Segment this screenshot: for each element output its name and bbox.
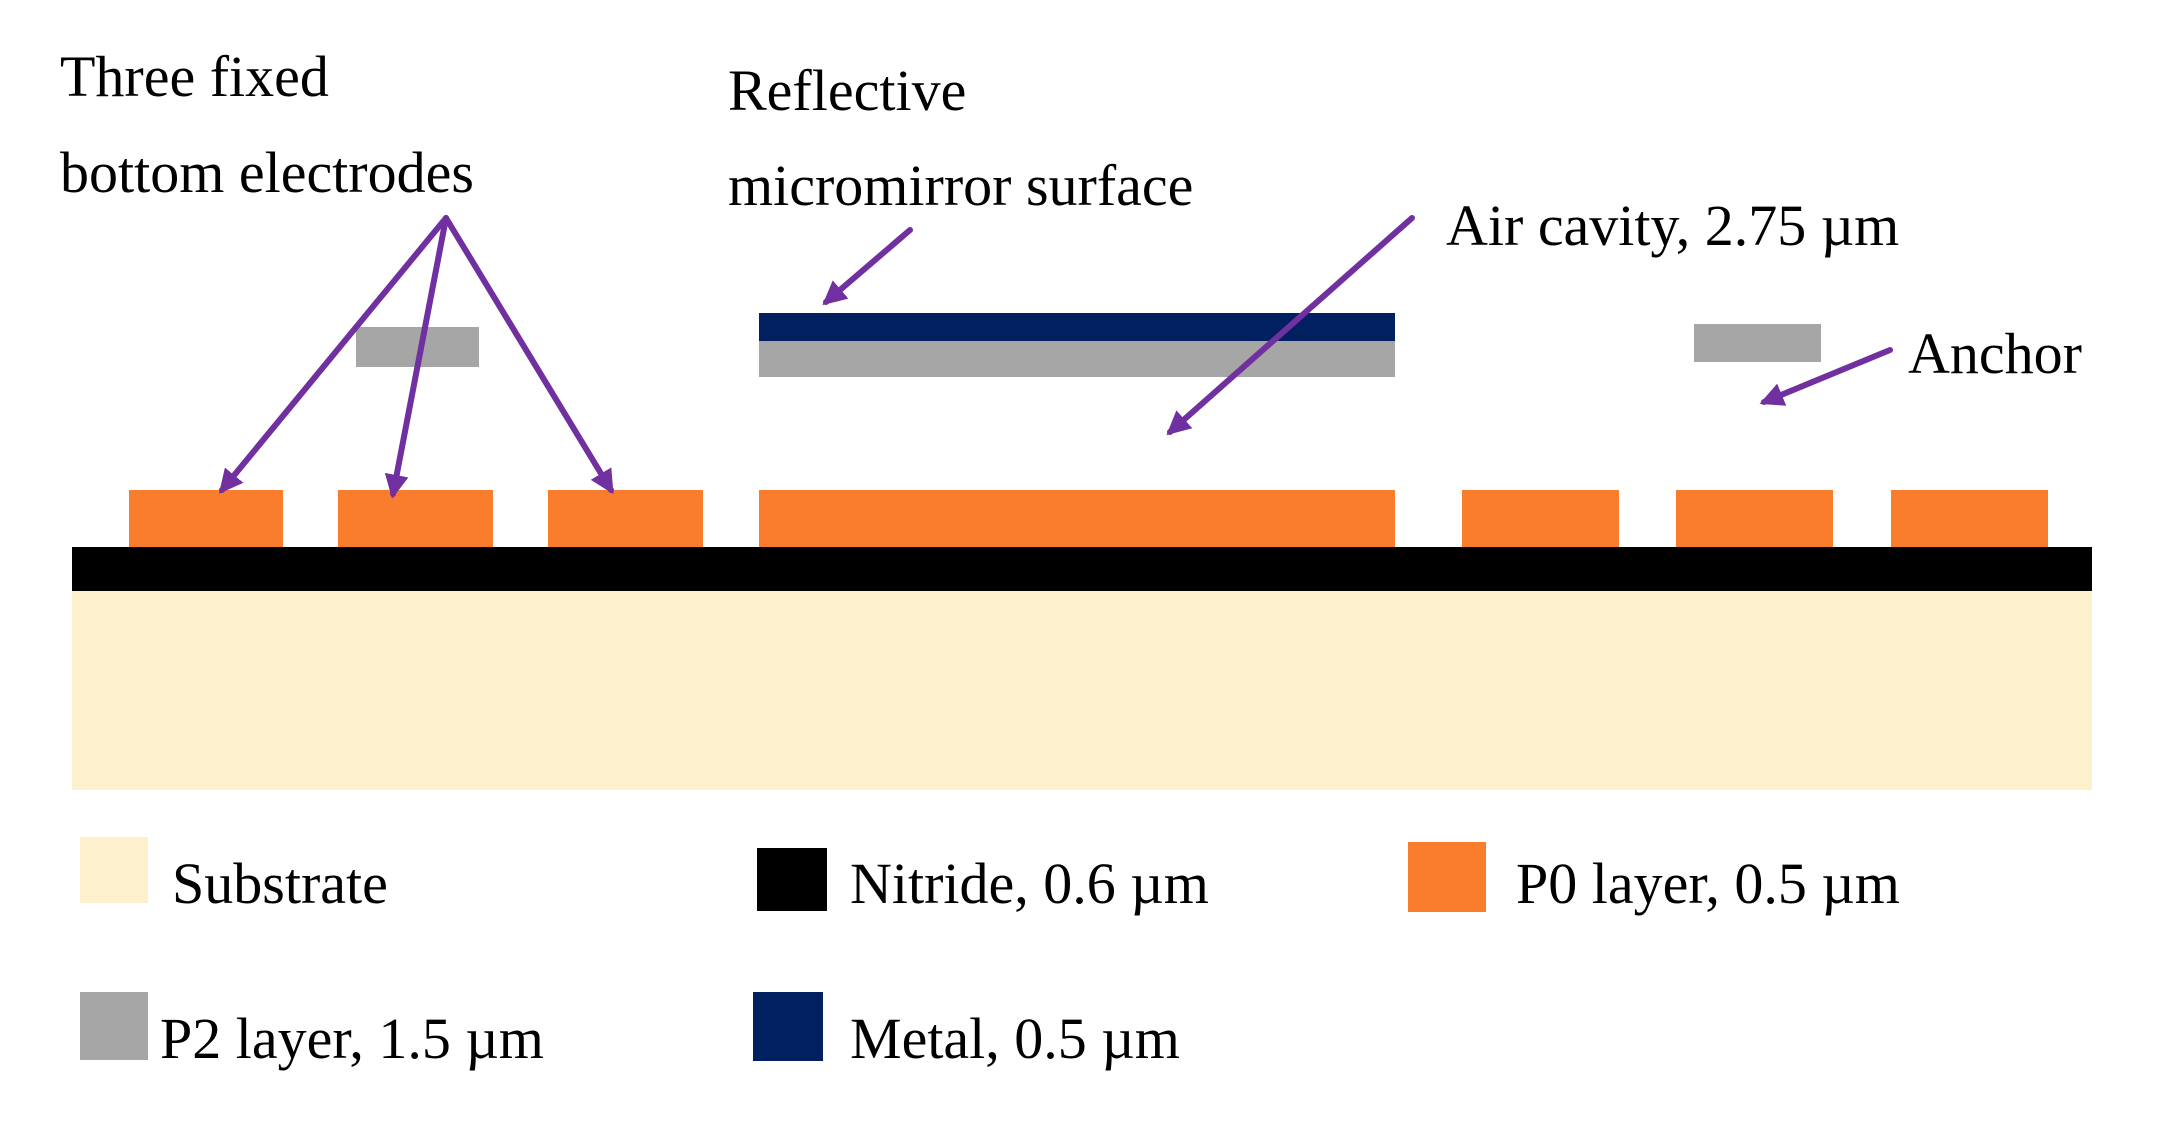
legend-swatch-nitride <box>757 848 827 911</box>
arrow-to-electrode-2 <box>384 215 449 499</box>
label-mirror-line1: Reflective <box>728 58 966 123</box>
label-electrodes-line1: Three fixed <box>60 44 329 109</box>
arrow-to-mirror-surface <box>822 227 913 306</box>
p2-anchor-block <box>1694 324 1821 362</box>
legend-swatch-p2 <box>80 992 148 1060</box>
annotation-arrows <box>218 215 1893 499</box>
legend-swatch-substrate <box>80 837 148 903</box>
arrow-to-air-cavity <box>1166 215 1415 436</box>
legend-label-p0: P0 layer, 0.5 µm <box>1516 851 1900 916</box>
legend-label-substrate: Substrate <box>172 851 388 916</box>
p0-center-block <box>759 490 1395 547</box>
label-anchor: Anchor <box>1908 321 2082 386</box>
legend: Substrate Nitride, 0.6 µm P0 layer, 0.5 … <box>80 837 1900 1071</box>
legend-swatch-metal <box>753 992 823 1061</box>
p0-block-right-2 <box>1676 490 1833 547</box>
label-electrodes-line2: bottom electrodes <box>60 140 474 205</box>
label-mirror-line2: micromirror surface <box>728 153 1193 218</box>
p0-electrode-1 <box>129 490 283 547</box>
label-air-cavity: Air cavity, 2.75 µm <box>1446 193 1899 258</box>
arrow-to-anchor <box>1759 347 1893 406</box>
p0-electrode-3 <box>548 490 703 547</box>
p2-mirror-layer <box>759 340 1395 377</box>
nitride-layer <box>72 547 2092 591</box>
legend-label-nitride: Nitride, 0.6 µm <box>850 851 1209 916</box>
legend-label-metal: Metal, 0.5 µm <box>850 1006 1180 1071</box>
arrow-to-electrode-3 <box>443 215 614 495</box>
p0-block-right-1 <box>1462 490 1619 547</box>
p0-electrode-2 <box>338 490 493 547</box>
arrow-to-electrode-1 <box>218 215 449 494</box>
p0-block-right-3 <box>1891 490 2048 547</box>
legend-swatch-p0 <box>1408 842 1486 912</box>
substrate-layer <box>72 590 2092 790</box>
legend-label-p2: P2 layer, 1.5 µm <box>160 1006 544 1071</box>
p0-layer-blocks <box>129 490 2048 547</box>
